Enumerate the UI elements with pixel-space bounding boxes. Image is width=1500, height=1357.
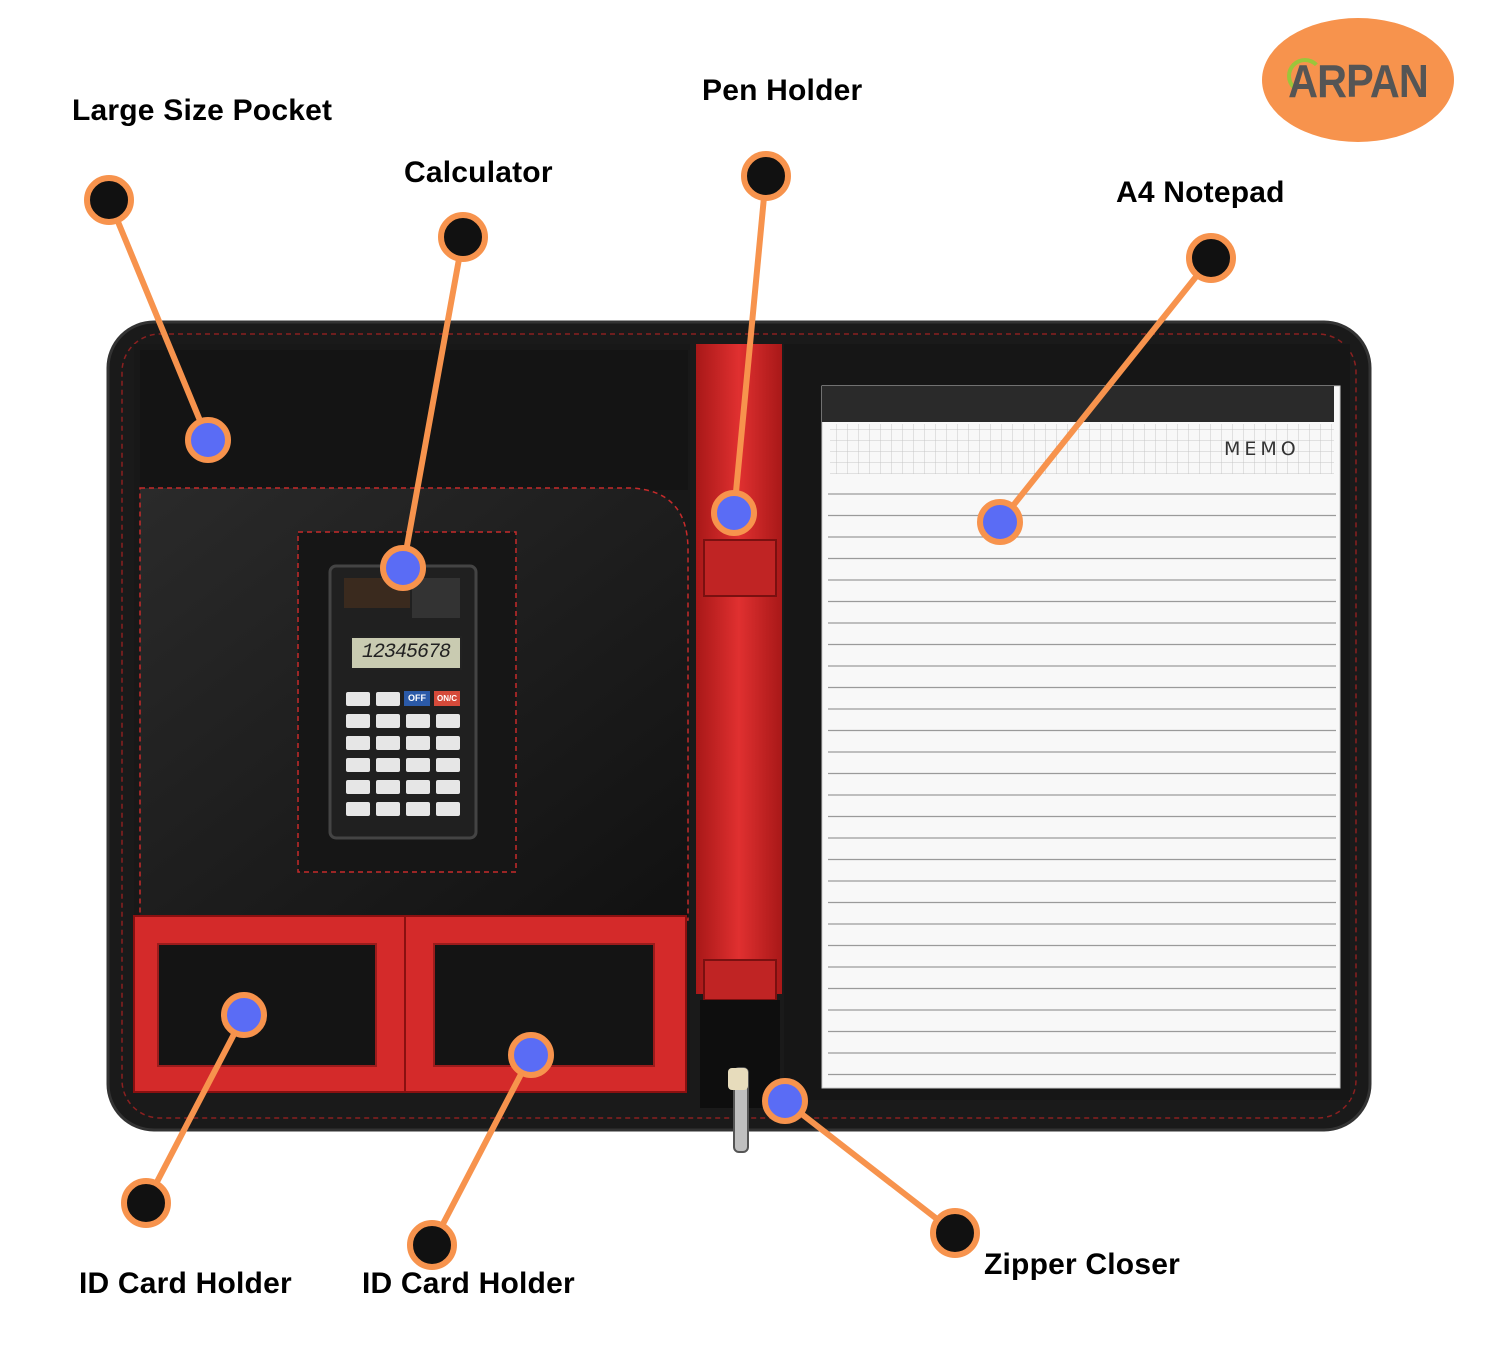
callout-dot bbox=[741, 151, 791, 201]
calculator-key bbox=[376, 780, 400, 794]
calculator-key bbox=[436, 780, 460, 794]
notepad-paper bbox=[821, 385, 1341, 1089]
callout-marker bbox=[977, 499, 1023, 545]
calculator-key bbox=[346, 802, 370, 816]
callout-marker bbox=[185, 417, 231, 463]
callout-a4-notepad bbox=[977, 233, 1236, 545]
calculator-key bbox=[406, 780, 430, 794]
callout-dot bbox=[84, 175, 134, 225]
notepad-binding bbox=[822, 386, 1334, 422]
callout-marker bbox=[508, 1032, 554, 1078]
callout-calculator bbox=[380, 212, 488, 591]
calculator-key bbox=[376, 736, 400, 750]
callout-pen-holder bbox=[711, 151, 791, 536]
calculator-key bbox=[436, 736, 460, 750]
notepad-header: MEMO bbox=[1224, 438, 1300, 460]
calculator-key bbox=[406, 736, 430, 750]
calculator-key bbox=[406, 714, 430, 728]
id-card-window-left bbox=[157, 943, 377, 1067]
leader-line bbox=[429, 1052, 534, 1248]
calculator-key bbox=[436, 802, 460, 816]
label-large-size-pocket: Large Size Pocket bbox=[72, 94, 333, 127]
zipper-pull-tab bbox=[728, 1068, 748, 1090]
callout-dot bbox=[121, 1178, 171, 1228]
solar-panel-right bbox=[412, 578, 460, 618]
callout-dot bbox=[407, 1220, 457, 1270]
leader-line bbox=[143, 1012, 247, 1206]
calculator-off-key: OFF bbox=[404, 691, 430, 706]
calculator-key bbox=[406, 758, 430, 772]
calculator-key bbox=[346, 736, 370, 750]
leader-line bbox=[997, 255, 1214, 525]
calculator-key bbox=[436, 714, 460, 728]
callout-layer bbox=[84, 151, 1236, 1270]
notepad-grid bbox=[830, 424, 1334, 474]
callout-zipper-closer bbox=[762, 1078, 980, 1258]
calculator-key bbox=[346, 714, 370, 728]
label-id-card-holder-right: ID Card Holder bbox=[362, 1267, 575, 1300]
leader-line bbox=[782, 1098, 958, 1236]
calculator-key bbox=[436, 758, 460, 772]
callout-dot bbox=[1186, 233, 1236, 283]
brand-logo-text: ARPAN bbox=[1288, 55, 1429, 107]
label-calculator: Calculator bbox=[404, 156, 553, 189]
pen-loop-bottom bbox=[703, 959, 777, 1001]
callout-marker bbox=[380, 545, 426, 591]
calculator-key bbox=[406, 802, 430, 816]
label-id-card-holder-left: ID Card Holder bbox=[79, 1267, 292, 1300]
callout-dot bbox=[930, 1208, 980, 1258]
calculator-display: 12345678 bbox=[350, 636, 462, 670]
leader-line bbox=[106, 197, 211, 443]
notepad-ruled-lines bbox=[828, 493, 1336, 1076]
callout-marker bbox=[221, 992, 267, 1038]
callout-id-card-holder-left bbox=[121, 992, 267, 1228]
calculator-key bbox=[376, 714, 400, 728]
label-zipper-closer: Zipper Closer bbox=[984, 1248, 1180, 1281]
large-size-pocket-area bbox=[140, 350, 688, 490]
calculator-key bbox=[346, 692, 370, 706]
leaf-icon bbox=[1287, 58, 1323, 94]
leader-line bbox=[731, 173, 769, 516]
callout-id-card-holder-right bbox=[407, 1032, 554, 1270]
label-pen-holder: Pen Holder bbox=[702, 74, 863, 107]
pen-loop bbox=[703, 539, 777, 597]
calculator-key bbox=[376, 692, 400, 706]
calculator-keypad bbox=[346, 692, 460, 816]
calculator-key bbox=[346, 758, 370, 772]
callout-marker bbox=[711, 490, 757, 536]
brand-logo: ARPAN bbox=[1262, 18, 1454, 142]
callout-large-size-pocket bbox=[84, 175, 231, 463]
label-a4-notepad: A4 Notepad bbox=[1116, 176, 1285, 209]
callout-dot bbox=[438, 212, 488, 262]
calculator-key bbox=[376, 758, 400, 772]
callout-marker bbox=[762, 1078, 808, 1124]
calculator-on-key: ON/C bbox=[434, 691, 460, 706]
calculator-key bbox=[346, 780, 370, 794]
calculator-key bbox=[376, 802, 400, 816]
leader-line bbox=[400, 234, 466, 571]
folio-stitch bbox=[121, 333, 1357, 1119]
